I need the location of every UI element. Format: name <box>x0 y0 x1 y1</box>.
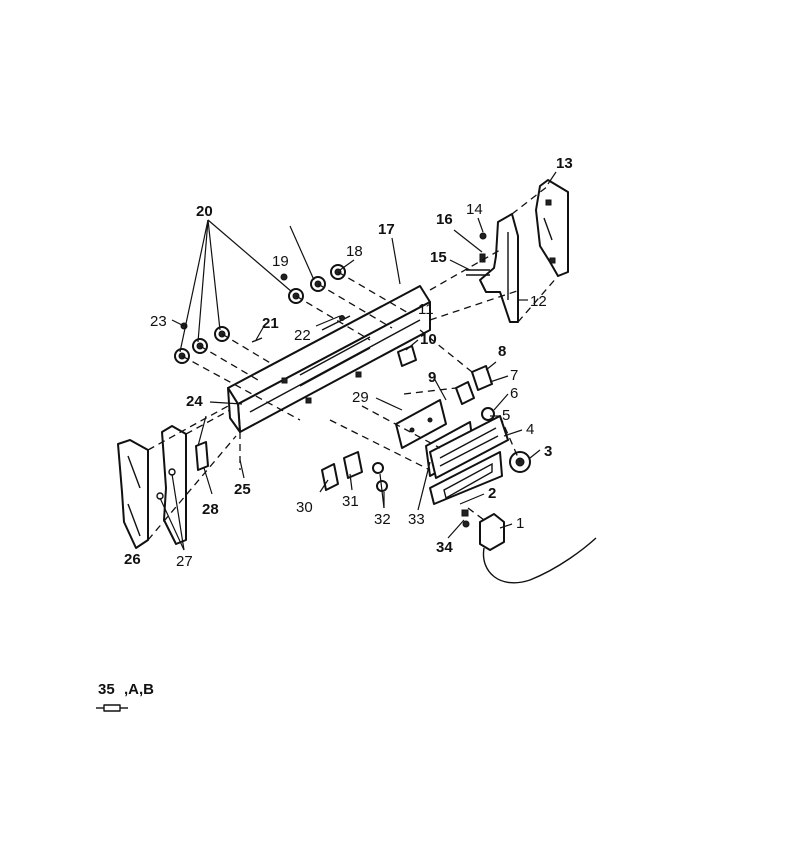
callout-16: 16 <box>436 211 453 228</box>
callout-21: 21 <box>262 315 279 332</box>
callout-13: 13 <box>556 155 573 172</box>
callout-18: 18 <box>346 243 363 260</box>
callout-15: 15 <box>430 249 447 266</box>
callout-27: 27 <box>176 553 193 570</box>
right-hardware <box>466 232 490 276</box>
callout-31: 31 <box>342 493 359 510</box>
callout-14: 14 <box>466 201 483 218</box>
right-end-cap <box>535 179 569 277</box>
callout-11: 11 <box>418 301 434 318</box>
callout-34: 34 <box>436 539 453 556</box>
callout-28: 28 <box>202 501 219 518</box>
callout-6: 6 <box>510 385 518 402</box>
callout-17: 17 <box>378 221 395 238</box>
callout-33: 33 <box>408 511 425 528</box>
callout-5: 5 <box>502 407 510 424</box>
callout-29: 29 <box>352 389 369 406</box>
callout-7: 7 <box>510 367 518 384</box>
callout-1: 1 <box>516 515 524 532</box>
left-clip <box>195 441 209 471</box>
callout-25: 25 <box>234 481 251 498</box>
callout-12: 12 <box>530 293 547 310</box>
lower-switches <box>321 451 388 492</box>
callout-3: 3 <box>544 443 552 460</box>
footnote: 35 ,A,B <box>96 681 154 712</box>
callout-24: 24 <box>186 393 203 410</box>
callout-2: 2 <box>488 485 496 502</box>
left-end-cap <box>117 439 149 549</box>
callout-10: 10 <box>420 331 437 348</box>
callout-23: 23 <box>150 313 167 330</box>
callout-19: 19 <box>272 253 289 270</box>
callout-22: 22 <box>294 327 311 344</box>
clock-overlay <box>395 399 447 449</box>
callout-20: 20 <box>196 203 213 220</box>
callout-30: 30 <box>296 499 313 516</box>
callout-8: 8 <box>498 343 506 360</box>
clock-bezel <box>429 451 503 505</box>
callout-4: 4 <box>526 421 534 438</box>
leader-lines <box>159 171 557 551</box>
oven-sensor <box>461 509 597 584</box>
panel-screws <box>251 315 351 343</box>
callout-9: 9 <box>428 369 436 386</box>
footnote-suffix: ,A,B <box>124 681 154 698</box>
callout-26: 26 <box>124 551 141 568</box>
switch-assembly <box>397 345 495 421</box>
callout-labels: 1 2 3 4 5 6 7 8 9 10 11 12 13 14 15 16 1… <box>124 155 573 570</box>
assembly-lines <box>147 185 559 541</box>
footnote-number: 35 <box>98 681 115 698</box>
left-end-cap-bracket <box>156 425 187 545</box>
probe-icon <box>96 704 128 712</box>
right-end-cap-bracket <box>479 213 519 323</box>
callout-32: 32 <box>374 511 391 528</box>
control-panel-backguard <box>227 285 431 433</box>
